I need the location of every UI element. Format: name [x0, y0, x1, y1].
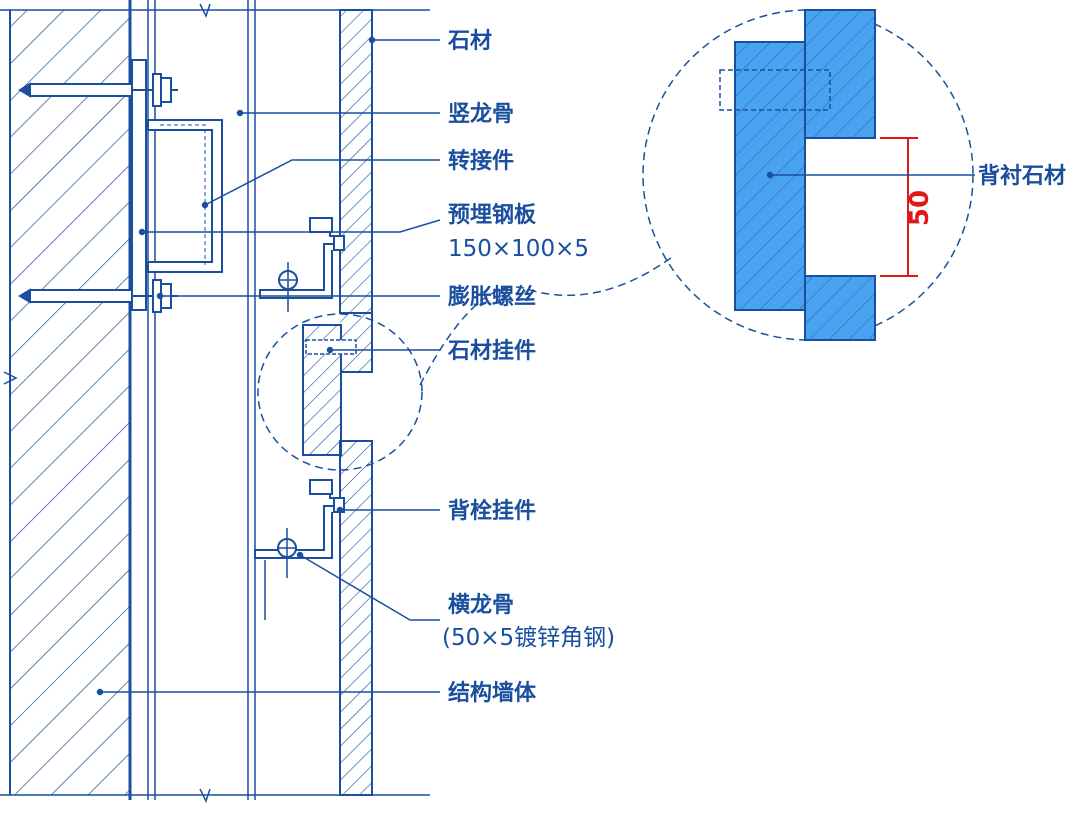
expansion-bolt-top — [18, 73, 178, 107]
embedded-plate — [131, 59, 147, 311]
label-stone: 石材 — [447, 29, 492, 54]
label-back-bolt-hanger: 背栓挂件 — [448, 498, 536, 524]
dimension-50 — [880, 137, 918, 277]
stone-panel — [302, 9, 373, 796]
label-adapter: 转接件 — [448, 148, 514, 174]
label-horizontal-keel-spec: (50×5镀锌角钢) — [442, 625, 615, 651]
label-back-stone: 背衬石材 — [978, 164, 1066, 189]
label-structural-wall: 结构墙体 — [448, 680, 537, 706]
label-embedded-plate-spec: 150×100×5 — [448, 236, 589, 262]
label-embedded-plate: 预埋钢板 — [448, 202, 537, 228]
detail-circle-small — [257, 313, 423, 471]
dimension-value: 50 — [905, 190, 935, 226]
label-stone-hanger: 石材挂件 — [447, 338, 536, 364]
label-expansion-bolt: 膨胀螺丝 — [447, 284, 536, 310]
vertical-keel — [147, 0, 256, 800]
label-vertical-keel: 竖龙骨 — [448, 102, 514, 127]
structural-wall — [0, 0, 430, 803]
detail-link-curve — [419, 254, 676, 386]
leader-lines — [96, 36, 975, 696]
label-horizontal-keel: 横龙骨 — [448, 593, 514, 618]
adapter-bracket — [147, 119, 223, 273]
back-bolt-hanger-lower — [254, 479, 345, 620]
